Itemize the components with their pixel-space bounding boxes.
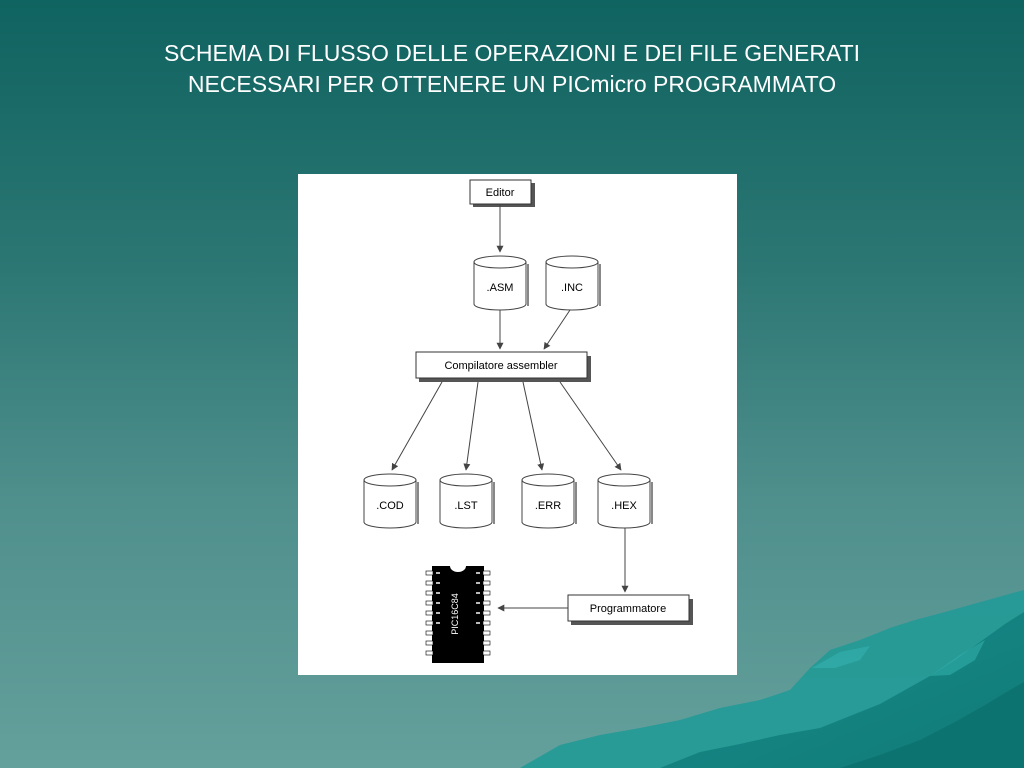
file-cod: .COD — [363, 473, 419, 529]
flow-diagram-svg: Editor .ASM .INC Compilatore assembler — [363, 179, 693, 663]
file-hex-label: .HEX — [611, 500, 637, 512]
file-cod-label: .COD — [376, 500, 404, 512]
file-asm: .ASM — [473, 255, 529, 311]
file-inc-label: .INC — [561, 282, 583, 294]
microcontroller-chip-icon: PIC16C84 — [425, 566, 491, 663]
slide-title: SCHEMA DI FLUSSO DELLE OPERAZIONI E DEI … — [0, 38, 1024, 100]
file-lst-label: .LST — [454, 500, 478, 512]
chip-label: PIC16C84 — [450, 593, 460, 635]
programmer-label: Programmatore — [590, 603, 666, 615]
file-err-label: .ERR — [535, 500, 561, 512]
file-hex: .HEX — [597, 473, 653, 529]
slide-title-line2: NECESSARI PER OTTENERE UN PICmicro PROGR… — [187, 71, 837, 97]
flow-diagram: Editor .ASM .INC Compilatore assembler — [298, 174, 737, 675]
file-inc: .INC — [545, 255, 601, 311]
arrow-compiler-cod — [391, 381, 443, 471]
slide-title-line1: SCHEMA DI FLUSSO DELLE OPERAZIONI E DEI … — [163, 40, 861, 66]
editor-node: Editor — [469, 179, 535, 207]
programmer-node: Programmatore — [567, 594, 693, 625]
arrow-compiler-hex — [559, 381, 622, 471]
arrow-compiler-lst — [463, 381, 479, 471]
arrow-compiler-err — [522, 381, 545, 471]
arrow-inc-compiler — [543, 309, 571, 350]
file-lst: .LST — [439, 473, 495, 529]
compiler-node: Compilatore assembler — [415, 351, 591, 382]
editor-label: Editor — [486, 187, 515, 199]
file-asm-label: .ASM — [487, 282, 514, 294]
file-err: .ERR — [521, 473, 577, 529]
compiler-label: Compilatore assembler — [444, 360, 557, 372]
